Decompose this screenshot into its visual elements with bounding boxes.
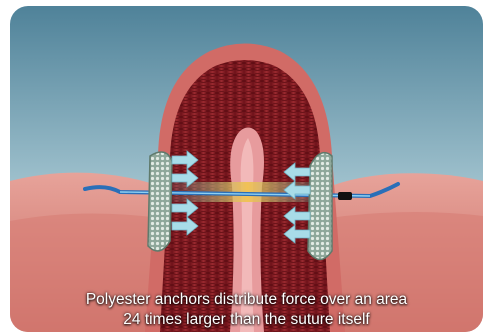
polyester-anchor-right-icon: [308, 153, 332, 260]
tissue-illustration: [10, 6, 483, 332]
illustration-frame: Polyester anchors distribute force over …: [10, 6, 483, 332]
polyester-anchor-left-icon: [148, 152, 172, 251]
suture-knot: [338, 192, 352, 200]
